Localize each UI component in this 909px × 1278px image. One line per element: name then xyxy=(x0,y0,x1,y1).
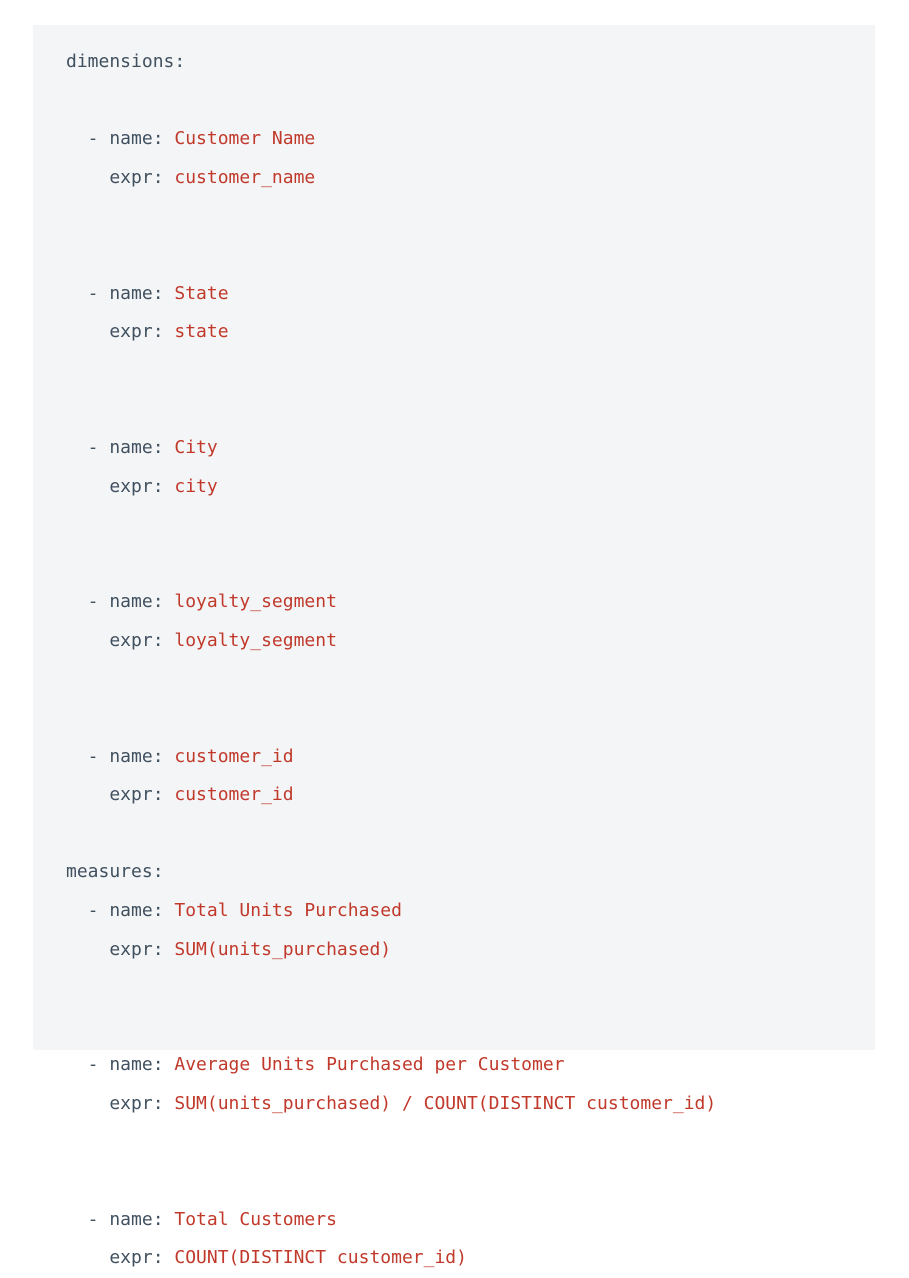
yaml-blank-line xyxy=(66,236,875,275)
yaml-expr-line: expr: city xyxy=(66,468,875,507)
yaml-key: expr: xyxy=(66,321,175,343)
yaml-value: Average Units Purchased per Customer xyxy=(174,1054,565,1076)
yaml-key: - name: xyxy=(66,1208,175,1230)
yaml-section-key: dimensions: xyxy=(66,43,875,82)
yaml-expr-line: expr: customer_id xyxy=(66,776,875,815)
yaml-blank-line xyxy=(66,506,875,545)
yaml-value: city xyxy=(174,475,218,497)
yaml-key: dimensions: xyxy=(66,51,186,72)
yaml-blank-line xyxy=(66,815,875,854)
yaml-blank-line xyxy=(66,82,875,121)
yaml-key: - name: xyxy=(66,436,175,458)
yaml-key: expr: xyxy=(66,475,175,497)
yaml-key: expr: xyxy=(66,784,175,806)
yaml-name-line: - name: Customer Name xyxy=(66,120,875,159)
yaml-value: SUM(units_purchased) / COUNT(DISTINCT cu… xyxy=(174,1093,717,1115)
yaml-key: - name: xyxy=(66,1054,175,1076)
yaml-key: expr: xyxy=(66,1247,175,1269)
yaml-value: State xyxy=(174,282,229,304)
yaml-key: - name: xyxy=(66,282,175,304)
yaml-name-line: - name: customer_id xyxy=(66,738,875,777)
yaml-key: - name: xyxy=(66,128,175,150)
yaml-key: expr: xyxy=(66,166,175,188)
yaml-key: expr: xyxy=(66,1093,175,1115)
yaml-expr-line: expr: SUM(units_purchased) xyxy=(66,931,875,970)
yaml-blank-line xyxy=(66,1008,875,1047)
yaml-blank-line xyxy=(66,197,875,236)
yaml-value: Total Customers xyxy=(174,1208,337,1230)
yaml-value: loyalty_segment xyxy=(174,591,337,613)
yaml-name-line: - name: State xyxy=(66,275,875,314)
yaml-blank-line xyxy=(66,1162,875,1201)
yaml-section-key: measures: xyxy=(66,853,875,892)
yaml-value: Customer Name xyxy=(174,128,316,150)
yaml-key: - name: xyxy=(66,591,175,613)
yaml-value: loyalty_segment xyxy=(174,629,337,651)
yaml-value: customer_name xyxy=(174,166,316,188)
yaml-value: Total Units Purchased xyxy=(174,900,402,922)
yaml-key: - name: xyxy=(66,900,175,922)
yaml-value: state xyxy=(174,321,229,343)
yaml-key: measures: xyxy=(66,861,164,883)
yaml-blank-line xyxy=(66,1124,875,1163)
yaml-value: City xyxy=(174,436,218,458)
yaml-name-line: - name: Total Units Purchased xyxy=(66,892,875,931)
yaml-key: expr: xyxy=(66,938,175,960)
yaml-value: customer_id xyxy=(174,745,294,767)
yaml-blank-line xyxy=(66,661,875,700)
yaml-blank-line xyxy=(66,699,875,738)
yaml-expr-line: expr: SUM(units_purchased) / COUNT(DISTI… xyxy=(66,1085,875,1124)
yaml-key: - name: xyxy=(66,745,175,767)
yaml-expr-line: expr: loyalty_segment xyxy=(66,622,875,661)
yaml-expr-line: expr: COUNT(DISTINCT customer_id) xyxy=(66,1239,875,1278)
yaml-value: SUM(units_purchased) xyxy=(174,938,392,960)
yaml-blank-line xyxy=(66,352,875,391)
yaml-code-block: dimensions: - name: Customer Name expr: … xyxy=(33,25,875,1268)
yaml-name-line: - name: Average Units Purchased per Cust… xyxy=(66,1046,875,1085)
yaml-expr-line: expr: customer_name xyxy=(66,159,875,198)
yaml-value: COUNT(DISTINCT customer_id) xyxy=(174,1247,467,1269)
yaml-name-line: - name: City xyxy=(66,429,875,468)
yaml-code-lines[interactable]: dimensions: - name: Customer Name expr: … xyxy=(33,43,875,1278)
yaml-key: expr: xyxy=(66,629,175,651)
yaml-blank-line xyxy=(66,969,875,1008)
yaml-blank-line xyxy=(66,545,875,584)
yaml-blank-line xyxy=(66,390,875,429)
yaml-name-line: - name: loyalty_segment xyxy=(66,583,875,622)
yaml-name-line: - name: Total Customers xyxy=(66,1201,875,1240)
yaml-value: customer_id xyxy=(174,784,294,806)
yaml-expr-line: expr: state xyxy=(66,313,875,352)
